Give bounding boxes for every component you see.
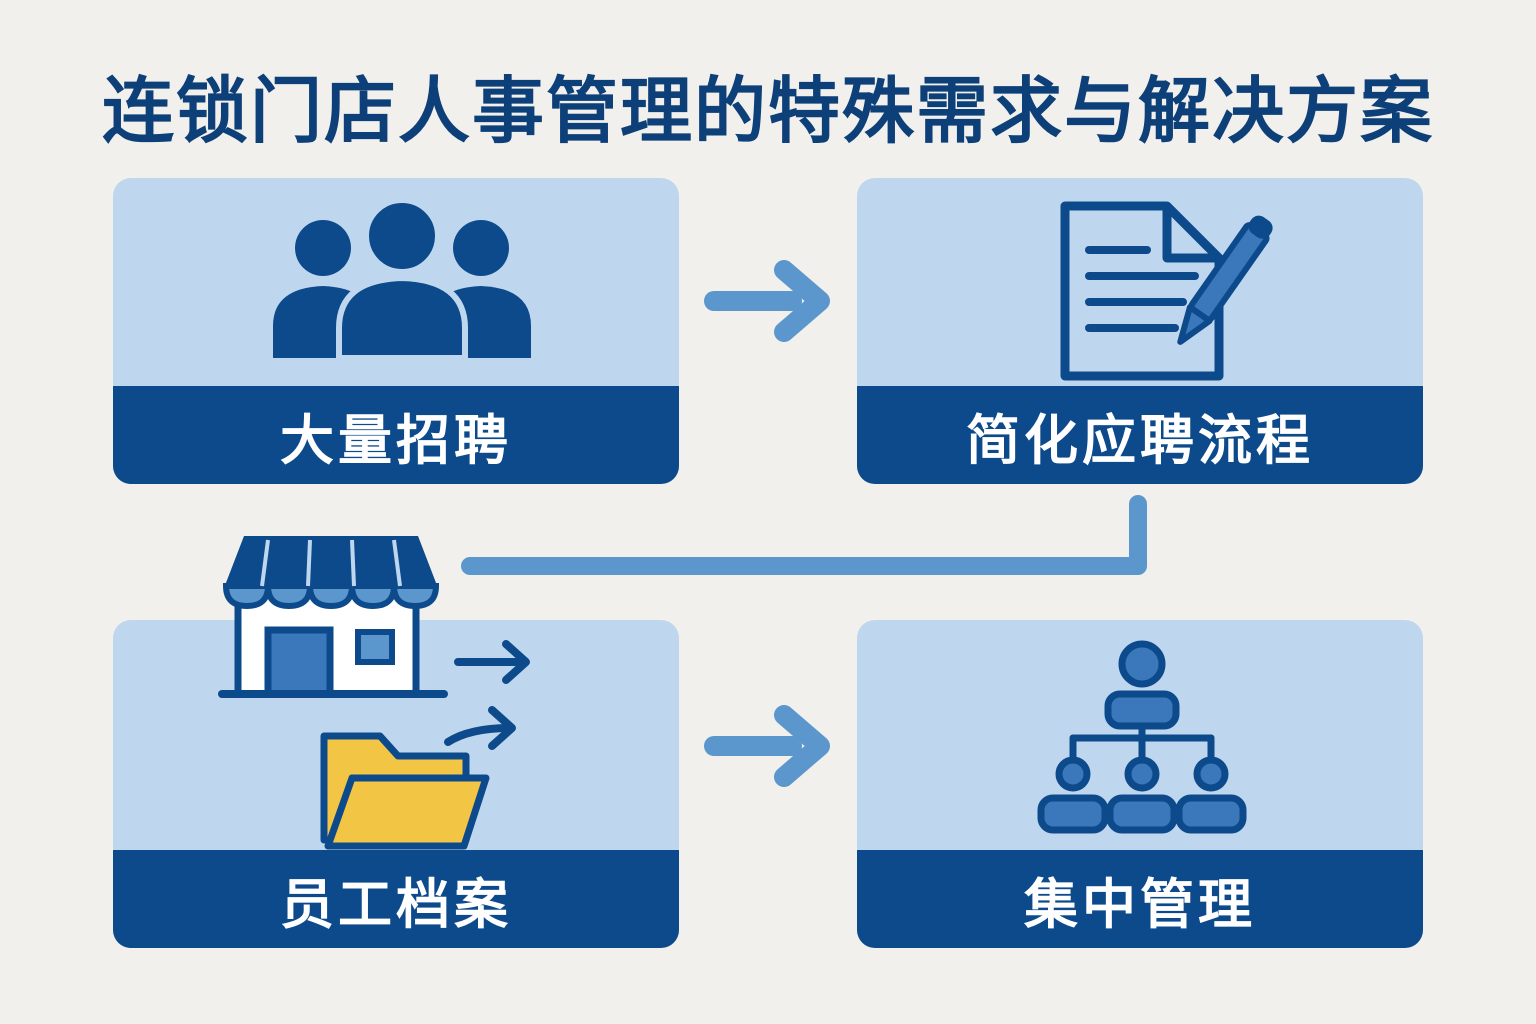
- people-group-icon: [273, 198, 531, 360]
- card-label-centralized-management: 集中管理: [857, 850, 1423, 948]
- arrow-right-icon: [704, 705, 830, 787]
- arrow-right-icon: [704, 260, 830, 342]
- card-simplified-application: 简化应聘流程: [857, 178, 1423, 484]
- card-label-employee-records: 员工档案: [113, 850, 679, 948]
- arrow-right-icon: [454, 640, 530, 684]
- org-chart-icon: [1037, 640, 1247, 834]
- folder-icon: [320, 732, 490, 850]
- document-pen-icon: [1060, 201, 1273, 381]
- curved-arrow-icon: [444, 706, 516, 750]
- card-label-mass-recruitment: 大量招聘: [113, 386, 679, 484]
- card-centralized-management: 集中管理: [857, 620, 1423, 948]
- page-title: 连锁门店人事管理的特殊需求与解决方案: [101, 69, 1434, 153]
- store-icon: [218, 536, 448, 698]
- card-mass-recruitment: 大量招聘: [113, 178, 679, 484]
- flow-connector: [461, 495, 1147, 575]
- card-label-simplified-application: 简化应聘流程: [857, 386, 1423, 484]
